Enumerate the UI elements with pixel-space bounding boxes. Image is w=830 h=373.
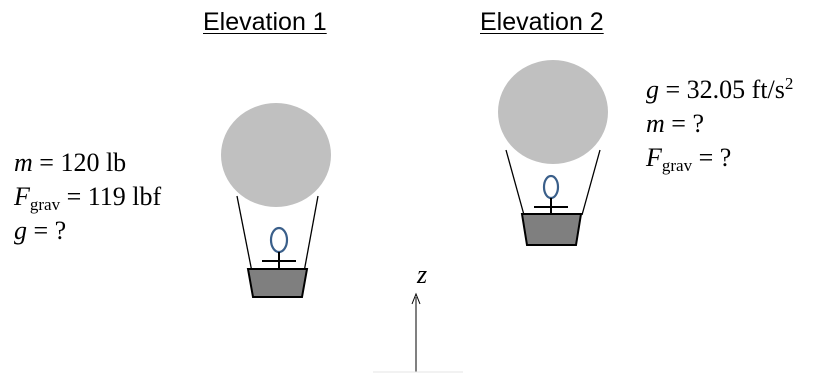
z-axis-label: z [417,260,428,289]
mass-symbol: m [14,148,33,177]
gravity-symbol: g [14,216,27,245]
elevation-1-mass-equation: m = 120 lb [14,146,161,180]
balloon-elevation-2 [498,60,608,246]
gravity-value: = 32.05 ft/s [665,75,785,104]
balloon-elevation-1 [221,103,331,298]
elevation-1-gravity-equation: g = ? [14,214,161,248]
balloon-2-basket [520,213,583,246]
balloon-2-rope-left [505,149,525,216]
z-axis [373,292,463,373]
force-subscript: grav [661,156,693,175]
balloon-1-rope-right [303,195,319,273]
elevation-1-equations: m = 120 lb Fgrav = 119 lbf g = ? [14,146,161,248]
mass-symbol: m [646,109,665,138]
balloon-2-envelope [498,60,608,164]
force-symbol: F [14,182,30,211]
elevation-2-gravity-equation: g = 32.05 ft/s2 [646,73,793,107]
elevation-1-force-equation: Fgrav = 119 lbf [14,180,161,214]
z-axis-arrowhead [411,292,421,305]
mass-value: = 120 lb [39,148,127,177]
elevation-2-equations: g = 32.05 ft/s2 m = ? Fgrav = ? [646,73,793,175]
elevation-2-force-equation: Fgrav = ? [646,141,793,175]
force-symbol: F [646,143,662,172]
elevation-1-heading: Elevation 1 [203,8,327,36]
balloon-1-envelope [221,103,331,207]
balloon-1-basket [246,268,309,298]
elevation-2-mass-equation: m = ? [646,107,793,141]
balloon-1-person-head [269,226,289,254]
gravity-value: = ? [33,216,67,245]
balloon-1-rope-left [236,195,253,273]
balloon-2-person-head [542,174,560,200]
elevation-2-heading: Elevation 2 [480,8,604,36]
gravity-exponent: 2 [784,74,794,93]
force-value: = ? [698,143,732,172]
mass-value: = ? [671,109,704,138]
force-subscript: grav [29,195,61,214]
force-value: = 119 lbf [66,182,162,211]
balloon-2-rope-right [581,149,601,216]
gravity-symbol: g [646,75,659,104]
